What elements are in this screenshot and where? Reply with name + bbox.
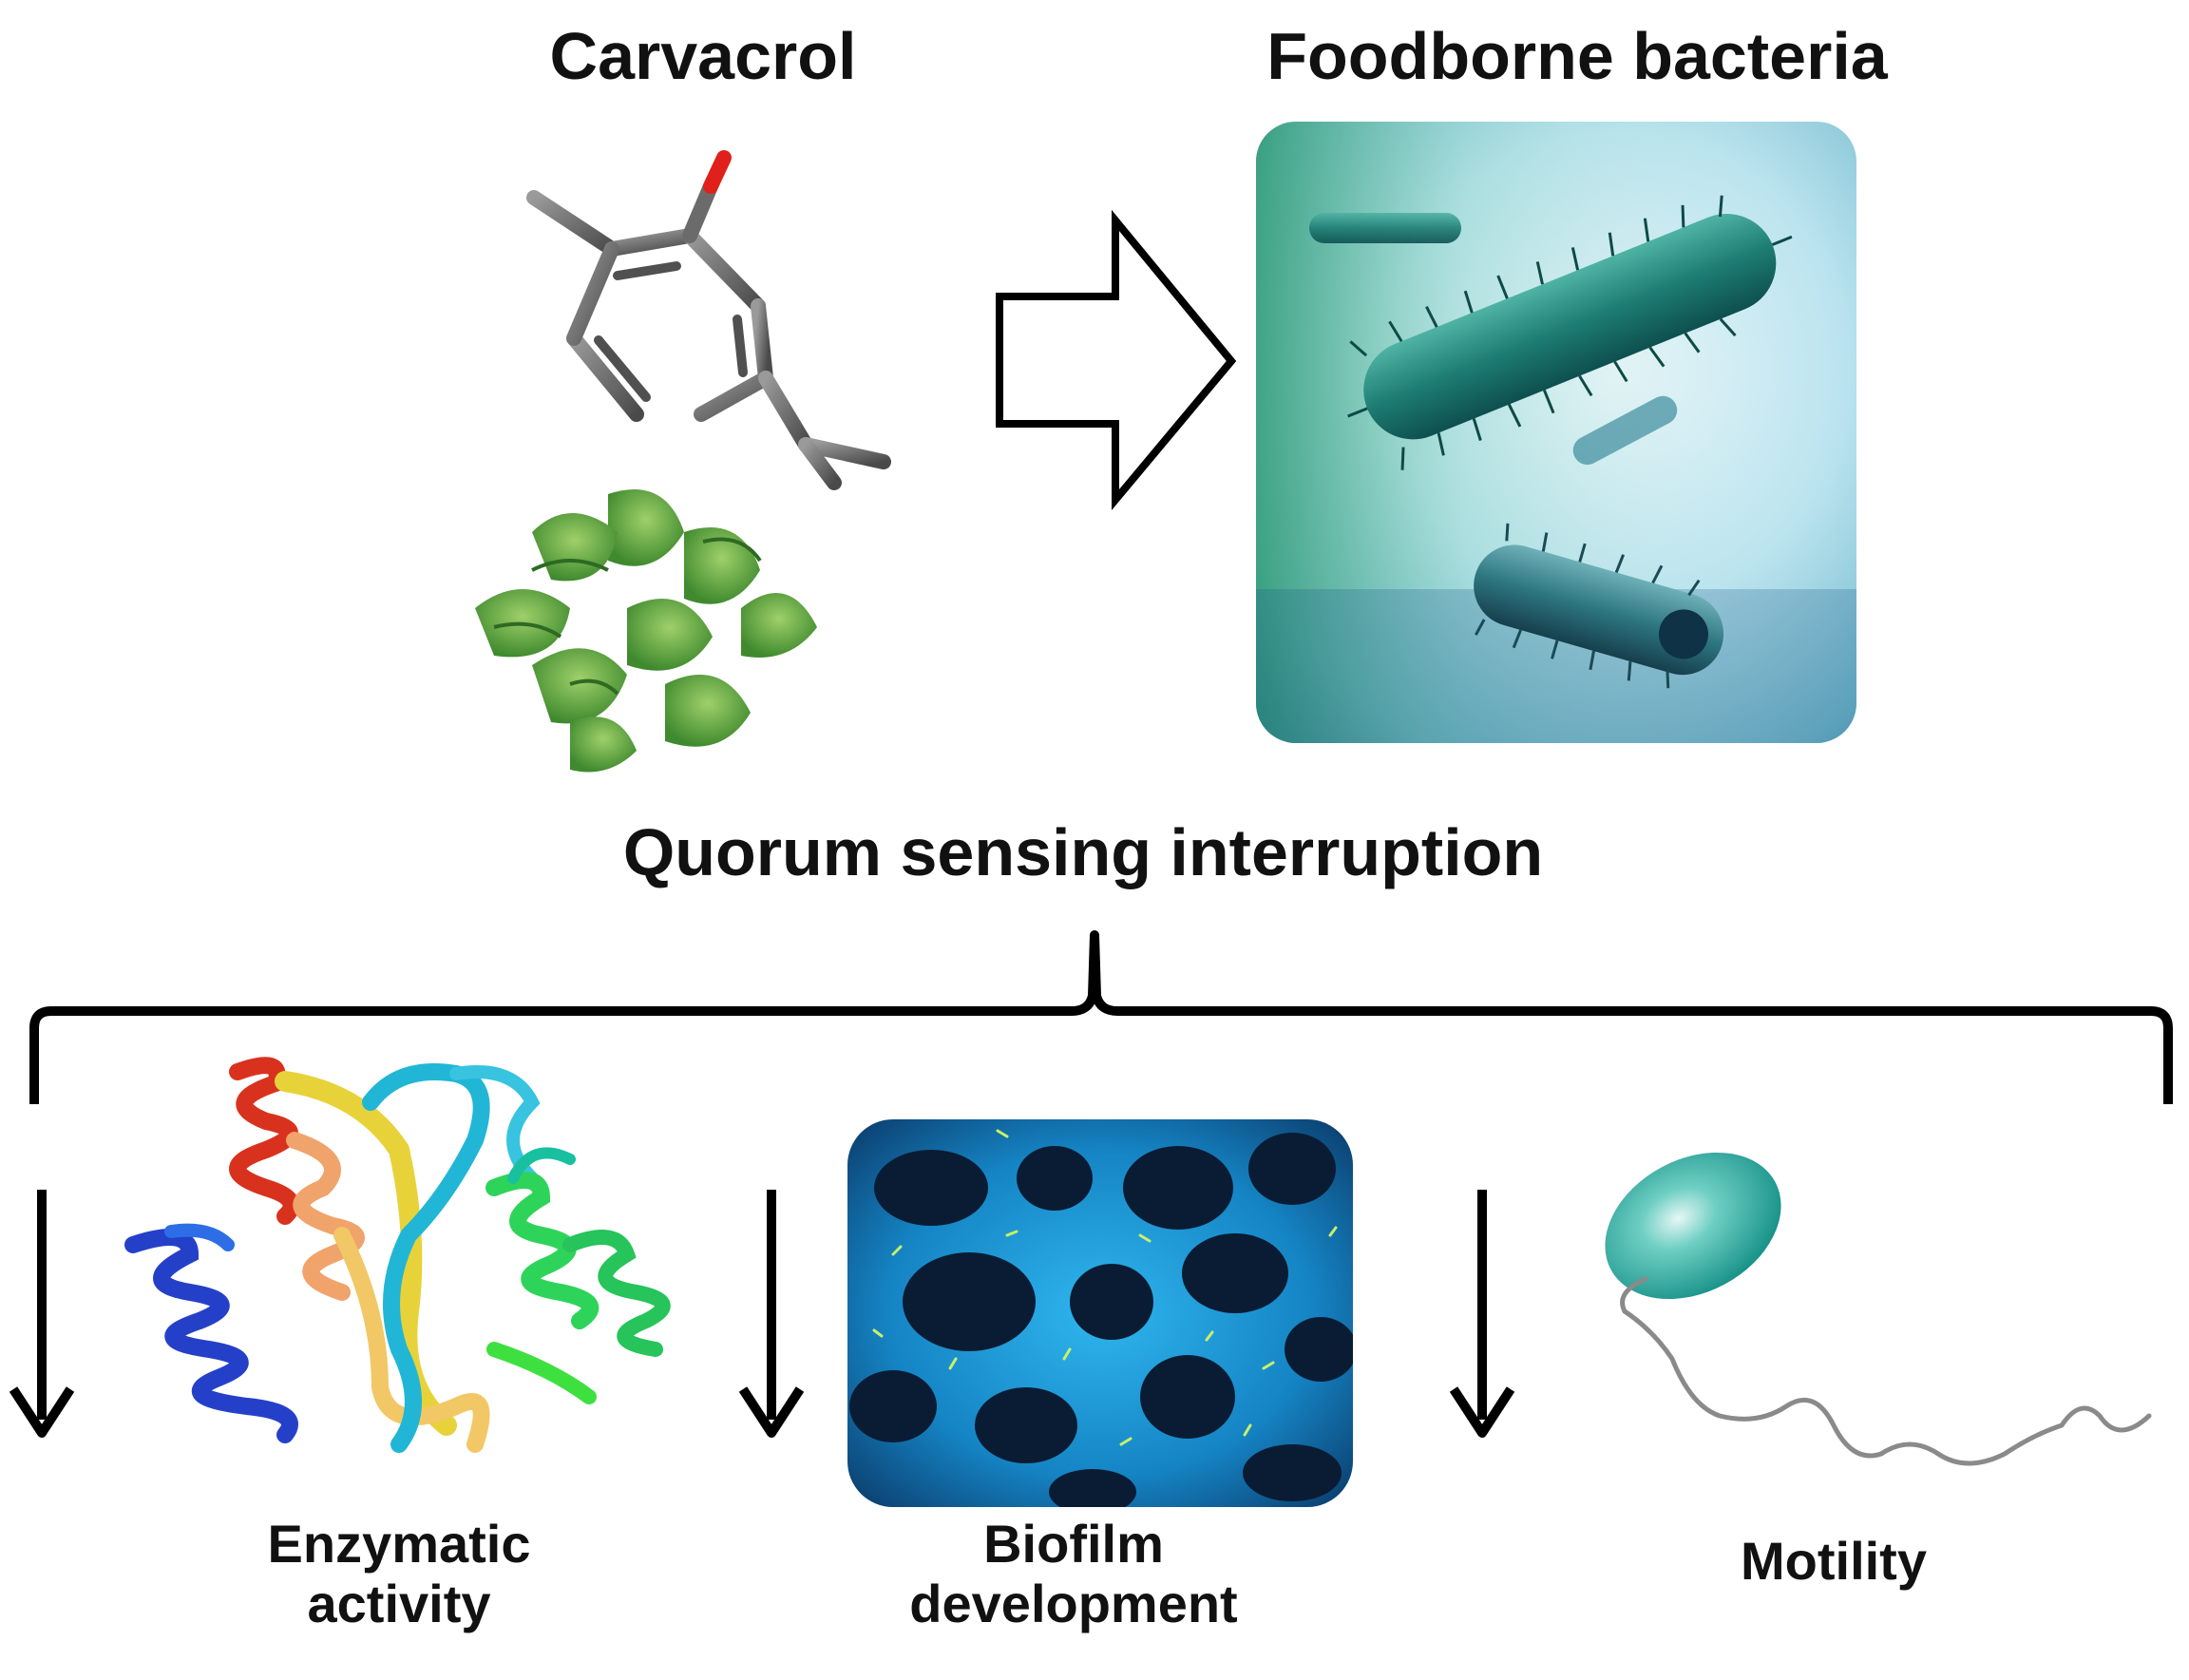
down-arrow-icon [9,1190,75,1438]
down-arrow-icon [1449,1190,1515,1438]
effect-label-line2: activity [307,1573,491,1633]
effect-label-line1: Motility [1741,1531,1927,1591]
outline-arrow-icon [996,209,1237,511]
carvacrol-molecule-icon [526,150,891,490]
bacteria-image [1256,122,1856,743]
effect-label-enzymatic: Enzymatic activity [190,1514,608,1633]
bacteria-title: Foodborne bacteria [1266,19,1888,93]
protein-ribbon-icon [124,1057,671,1453]
effect-label-line1: Enzymatic [267,1514,531,1574]
biofilm-micrograph-image [847,1119,1353,1507]
curly-brace-icon [29,930,2173,1104]
flagellated-bacterium-icon [1605,1152,2152,1466]
mechanism-title: Quorum sensing interruption [622,815,1544,889]
oregano-leaves-icon [475,489,817,773]
effect-label-motility: Motility [1653,1531,2014,1592]
effect-label-line2: development [909,1573,1238,1633]
down-arrow-icon [738,1190,805,1438]
carvacrol-title: Carvacrol [549,19,857,93]
effect-label-biofilm: Biofilm development [846,1514,1302,1633]
effect-label-line1: Biofilm [983,1514,1164,1574]
